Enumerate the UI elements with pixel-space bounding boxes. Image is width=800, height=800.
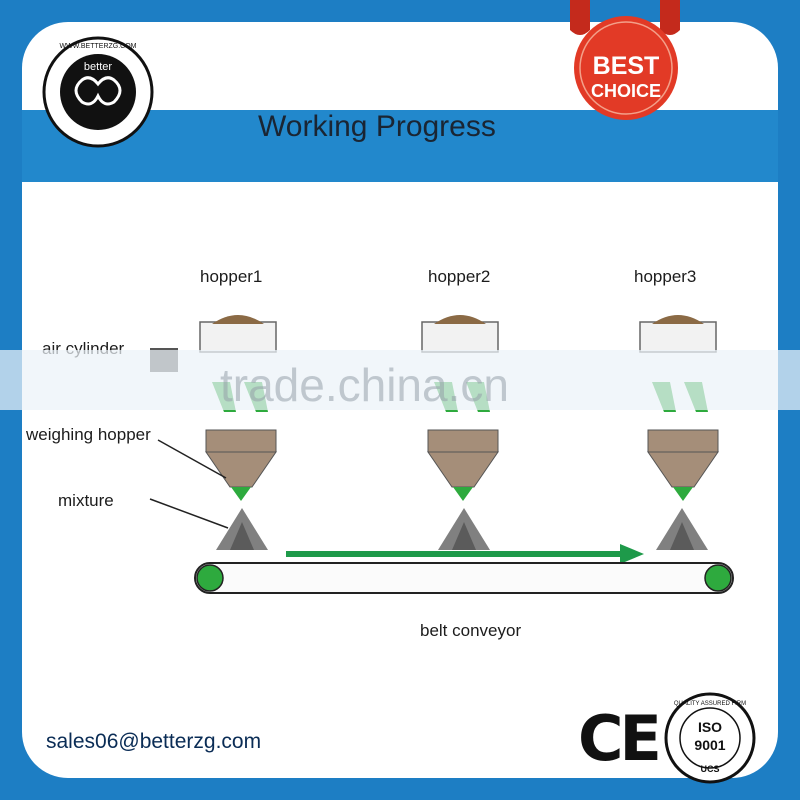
watermark-text: trade.china.cn	[220, 359, 509, 411]
progress-arrow	[286, 544, 644, 564]
best-choice-badge: BEST CHOICE	[570, 0, 680, 120]
iso-ring-text: QUALITY ASSURED FIRM	[674, 701, 746, 707]
iso-9001-seal: ISO 9001 UCS QUALITY ASSURED FIRM	[664, 692, 756, 784]
label-belt-conveyor: belt conveyor	[420, 621, 522, 640]
badge-line2: CHOICE	[591, 81, 661, 101]
ce-mark: CE	[578, 702, 662, 775]
contact-email[interactable]: sales06@betterzg.com	[46, 730, 262, 753]
label-mixture: mixture	[58, 491, 114, 510]
iso-label: ISO	[698, 719, 722, 735]
title-band	[22, 110, 778, 182]
hopper-station-2	[421, 315, 499, 550]
watermark-band	[0, 350, 800, 410]
belt-conveyor	[194, 562, 734, 594]
iso-ucs: UCS	[700, 764, 719, 774]
logo-brand: better	[84, 61, 112, 73]
page-title: Working Progress	[258, 110, 496, 143]
company-logo: better WWW.BETTERZG.COM	[42, 36, 154, 148]
label-hopper2: hopper2	[428, 267, 491, 286]
logo-ring-text: WWW.BETTERZG.COM	[60, 43, 137, 50]
label-hopper1: hopper1	[200, 267, 263, 286]
badge-line1: BEST	[593, 52, 660, 80]
leader-line-weighing-hopper	[157, 439, 227, 479]
iso-number: 9001	[694, 737, 725, 753]
label-hopper3: hopper3	[634, 267, 697, 286]
label-weighing-hopper: weighing hopper	[26, 425, 151, 444]
leader-line-mixture	[149, 498, 229, 529]
